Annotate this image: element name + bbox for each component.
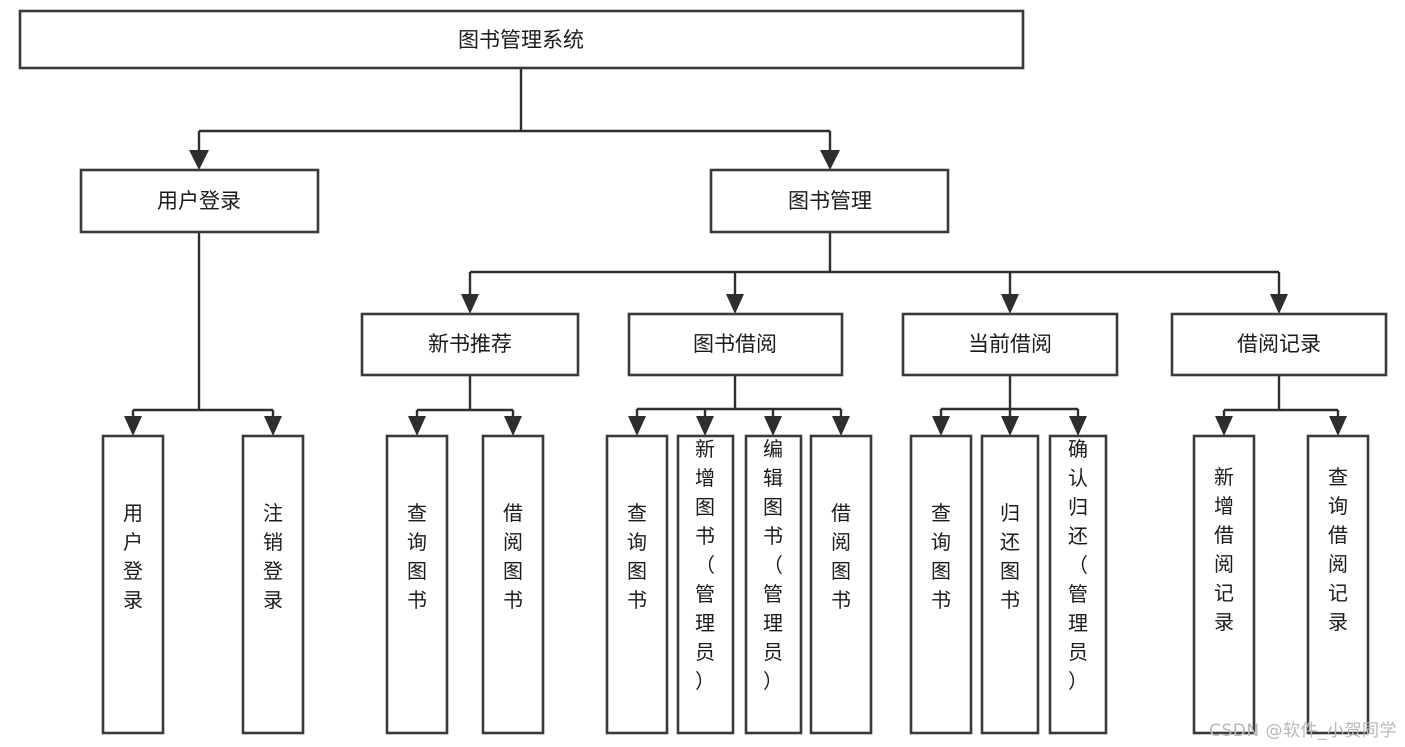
arrow-to-borrow-record xyxy=(1270,294,1288,314)
node-leaf-user-login-label: 用户登录 xyxy=(123,501,143,612)
node-borrow-record[interactable]: 借阅记录 xyxy=(1170,312,1388,377)
arrow-to-current-borrow xyxy=(1001,294,1019,314)
node-user-login[interactable]: 用户登录 xyxy=(79,168,320,234)
arrow-to-book-borrow xyxy=(726,294,744,314)
arrow-to-bb-leaf-2 xyxy=(696,416,714,436)
arrow-to-user-login xyxy=(189,150,209,170)
node-leaf-cb-return-book-label: 归还图书 xyxy=(1000,501,1020,612)
node-current-borrow[interactable]: 当前借阅 xyxy=(901,312,1119,377)
arrow-to-leaf-logout xyxy=(264,416,282,436)
node-leaf-bb-query-book-label: 查询图书 xyxy=(627,501,647,612)
node-leaf-user-login[interactable]: 用户登录 xyxy=(101,434,165,735)
arrow-to-book-mgmt xyxy=(820,150,840,170)
node-book-borrow-label: 图书借阅 xyxy=(693,332,777,356)
node-new-book-recommend[interactable]: 新书推荐 xyxy=(360,312,580,377)
node-leaf-bb-edit-book[interactable]: 编辑图书（管理员） xyxy=(744,434,803,735)
node-leaf-br-add-record[interactable]: 新增借阅记录 xyxy=(1192,434,1256,735)
node-leaf-cb-return-book[interactable]: 归还图书 xyxy=(980,434,1040,735)
arrow-to-cb-leaf-1 xyxy=(932,416,950,436)
node-leaf-bb-add-book-label: 新增图书（管理员） xyxy=(695,437,715,693)
arrow-to-new-book xyxy=(461,294,479,314)
node-leaf-cb-confirm-return[interactable]: 确认归还（管理员） xyxy=(1048,434,1108,735)
node-leaf-cb-query-book[interactable]: 查询图书 xyxy=(909,434,973,735)
node-book-management[interactable]: 图书管理 xyxy=(709,168,950,234)
node-leaf-bb-add-book[interactable]: 新增图书（管理员） xyxy=(676,434,735,735)
node-current-borrow-label: 当前借阅 xyxy=(968,332,1052,356)
node-leaf-nb-borrow-book[interactable]: 借阅图书 xyxy=(481,434,545,735)
node-leaf-bb-edit-book-label: 编辑图书（管理员） xyxy=(763,437,783,693)
node-leaf-cb-confirm-return-label: 确认归还（管理员） xyxy=(1068,437,1088,693)
node-leaf-bb-borrow-book[interactable]: 借阅图书 xyxy=(809,434,873,735)
arrow-to-bb-leaf-4 xyxy=(832,416,850,436)
node-leaf-br-query-record-label: 查询借阅记录 xyxy=(1328,465,1348,634)
node-leaf-nb-query-book[interactable]: 查询图书 xyxy=(385,434,449,735)
arrow-to-cb-leaf-3 xyxy=(1069,416,1087,436)
node-leaf-logout-label: 注销登录 xyxy=(263,501,283,612)
node-leaf-cb-query-book-label: 查询图书 xyxy=(931,501,951,612)
arrow-to-nb-leaf-2 xyxy=(504,416,522,436)
node-leaf-logout[interactable]: 注销登录 xyxy=(241,434,305,735)
arrow-to-cb-leaf-2 xyxy=(1001,416,1019,436)
node-leaf-nb-query-book-label: 查询图书 xyxy=(407,501,427,612)
node-new-book-recommend-label: 新书推荐 xyxy=(428,332,512,356)
arrow-to-br-leaf-1 xyxy=(1215,416,1233,436)
arrow-to-bb-leaf-1 xyxy=(628,416,646,436)
arrow-to-br-leaf-2 xyxy=(1329,416,1347,436)
node-root-label: 图书管理系统 xyxy=(458,28,584,52)
csdn-watermark: CSDN @软件_小贺同学 xyxy=(1209,721,1397,741)
arrow-to-leaf-user-login xyxy=(124,416,142,436)
node-borrow-record-label: 借阅记录 xyxy=(1237,332,1321,356)
node-book-borrow[interactable]: 图书借阅 xyxy=(627,312,844,377)
node-user-login-label: 用户登录 xyxy=(157,189,241,213)
node-root[interactable]: 图书管理系统 xyxy=(18,9,1025,70)
arrow-to-bb-leaf-3 xyxy=(764,416,782,436)
arrow-to-nb-leaf-1 xyxy=(408,416,426,436)
node-leaf-br-query-record[interactable]: 查询借阅记录 xyxy=(1306,434,1370,735)
edges-layer xyxy=(124,68,1347,436)
node-leaf-bb-query-book[interactable]: 查询图书 xyxy=(605,434,669,735)
node-leaf-bb-borrow-book-label: 借阅图书 xyxy=(831,501,851,612)
node-book-management-label: 图书管理 xyxy=(788,189,872,213)
node-leaf-br-add-record-label: 新增借阅记录 xyxy=(1214,465,1234,634)
node-leaf-nb-borrow-book-label: 借阅图书 xyxy=(503,501,523,612)
